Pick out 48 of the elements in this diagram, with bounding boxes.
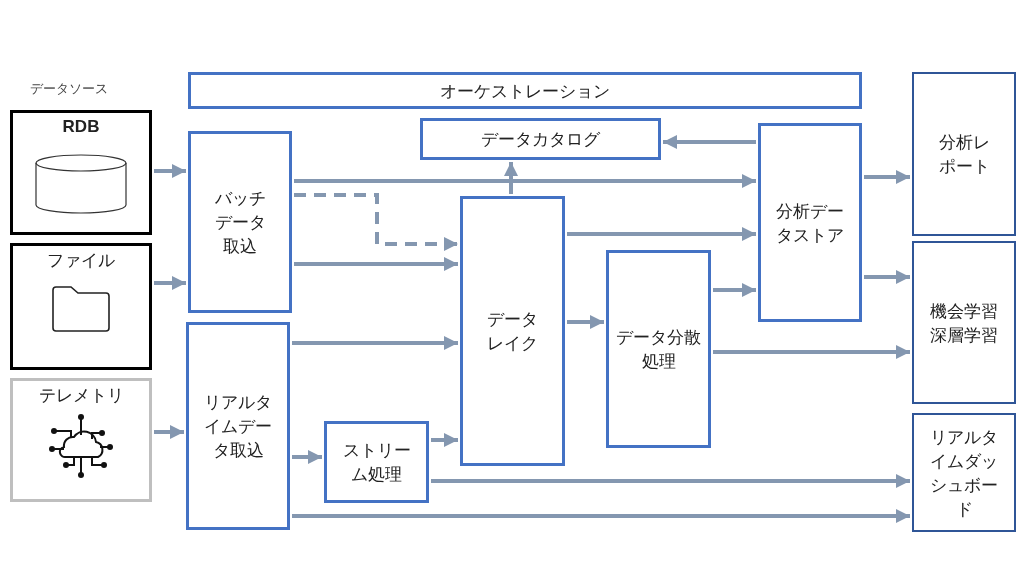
data-source-box [10,378,152,502]
arrow [292,449,322,465]
node-label: リアルタイムデータ取込 [203,391,273,462]
process-box [420,118,661,160]
arrow [294,173,756,189]
process-box [188,131,292,313]
node-label: RDB [62,116,100,138]
orchestration-bar [188,72,862,109]
process-box [186,322,290,530]
node-label: 分析レポート [937,131,991,178]
process-box [912,413,1016,532]
data-source-box [10,243,152,370]
node-label: リアルタイムダッシュボード [929,425,999,521]
arrow [292,335,458,351]
arrow [431,473,910,489]
node-label: ストリーム処理 [341,439,412,486]
node-label: データレイク [486,308,539,355]
process-box [324,421,429,503]
data-source-box [10,110,152,235]
arrow [154,275,186,291]
arrow [154,424,184,440]
arrow [567,314,604,330]
arrow [154,163,186,179]
node-label: オーケストレーション [440,79,610,103]
node-label: バッチデータ取込 [213,187,267,258]
arrow [663,134,756,150]
arrow [431,432,458,448]
arrow [713,282,756,298]
process-box [912,241,1016,404]
node-label: テレメトリ [38,384,124,407]
process-box [606,250,711,448]
process-box [460,196,565,466]
process-box [758,123,862,322]
arrow [713,344,910,360]
node-label: ファイル [47,249,115,272]
node-label: データカタログ [481,128,600,151]
arrow [864,169,910,185]
node-label: 分析データストア [775,199,845,247]
dashed-arrow [294,193,458,252]
node-label: 機会学習深層学習 [929,299,999,347]
arrow [567,226,756,242]
section-heading: データソース [30,80,108,98]
process-box [912,72,1016,236]
arrow [292,508,910,524]
arrow [864,269,910,285]
arrow [503,162,519,194]
node-label: データ分散処理 [615,326,702,373]
arrow [294,256,458,272]
